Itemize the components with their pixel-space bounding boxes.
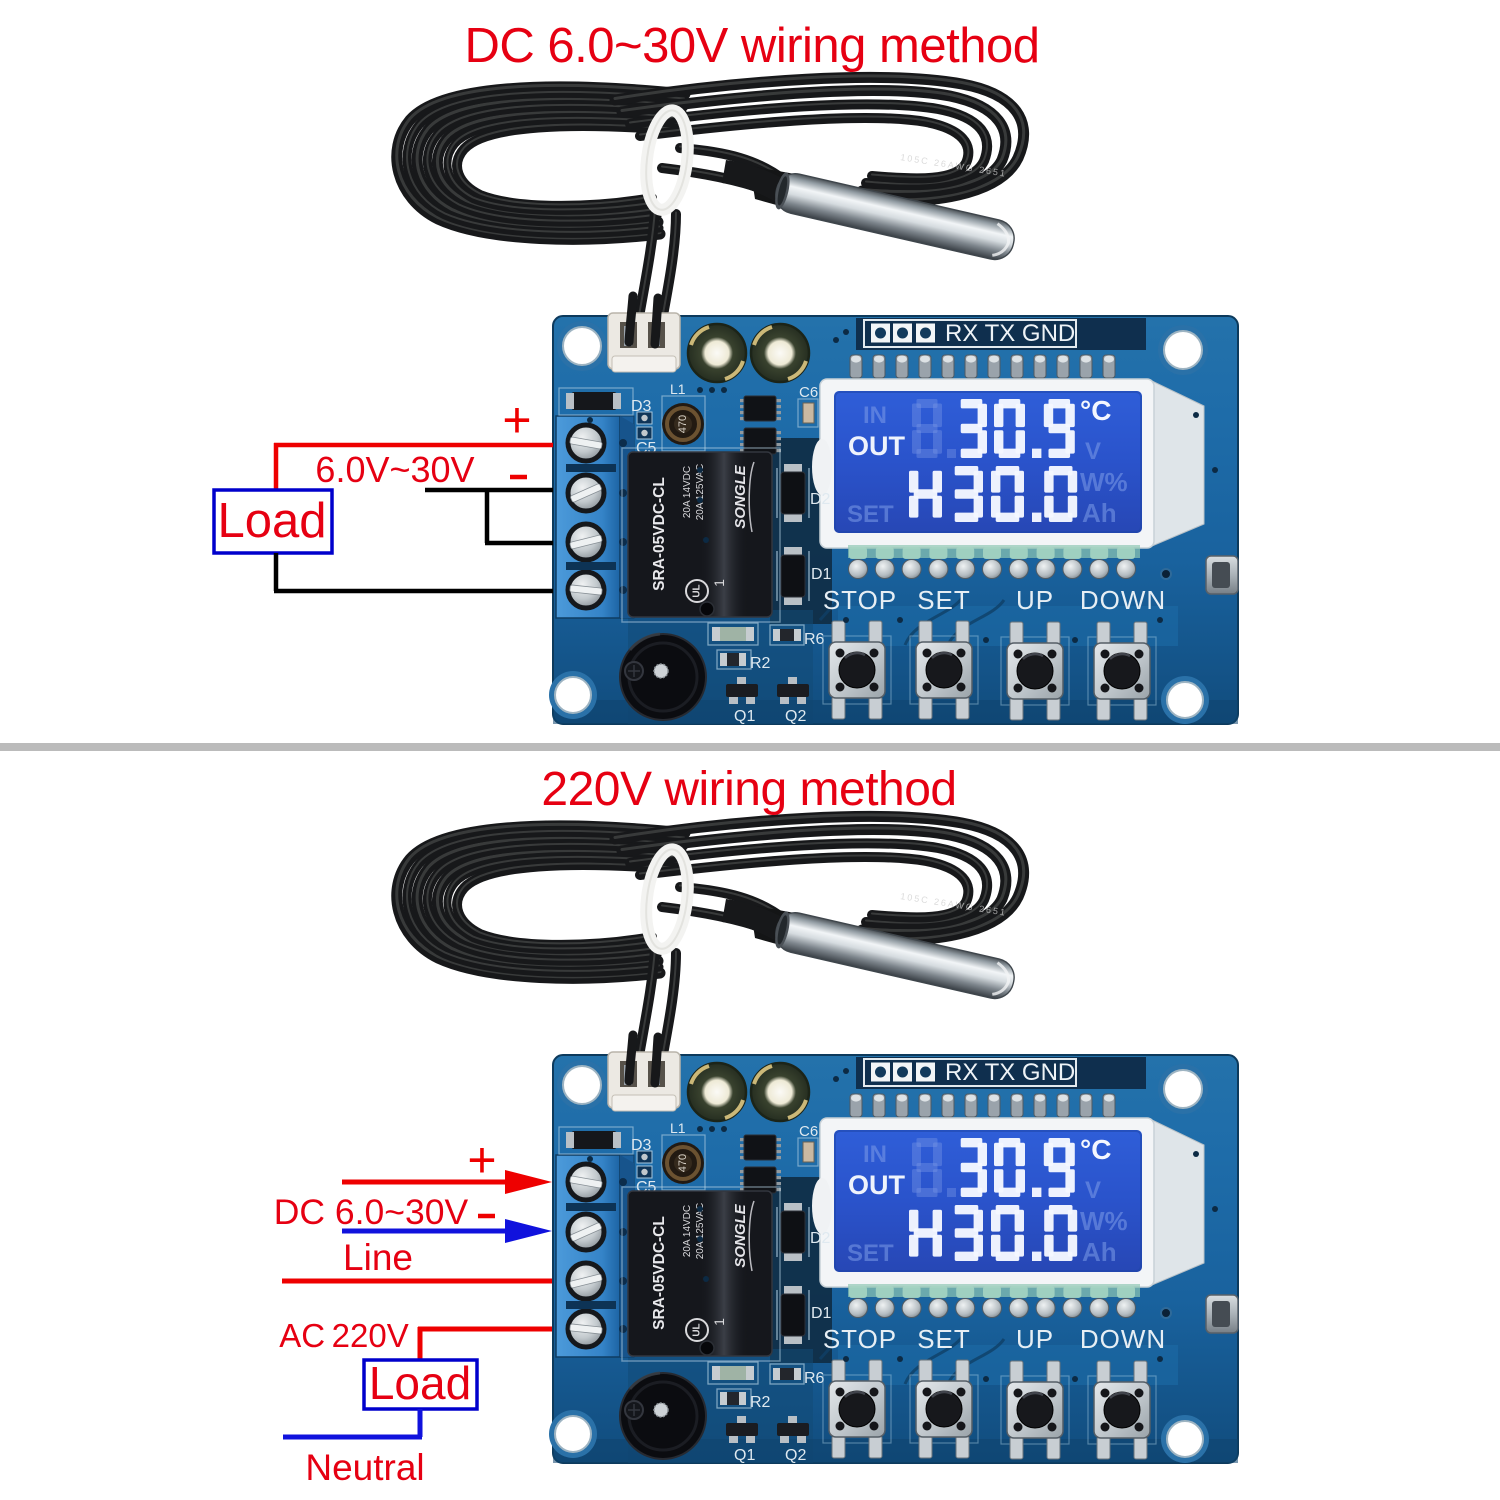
svg-text:6.0V~30V: 6.0V~30V bbox=[315, 449, 474, 490]
svg-text:Line: Line bbox=[343, 1237, 413, 1278]
svg-text:+: + bbox=[502, 392, 531, 448]
svg-text:Load: Load bbox=[369, 1357, 471, 1409]
svg-text:Load: Load bbox=[217, 494, 326, 548]
svg-text:+: + bbox=[467, 1132, 496, 1188]
svg-text:220V wiring method: 220V wiring method bbox=[541, 763, 956, 816]
svg-text:AC 220V: AC 220V bbox=[279, 1317, 409, 1354]
svg-text:DC 6.0~30V wiring method: DC 6.0~30V wiring method bbox=[465, 19, 1040, 73]
svg-text:Neutral: Neutral bbox=[305, 1447, 424, 1488]
svg-text:DC 6.0~30V: DC 6.0~30V bbox=[274, 1192, 469, 1232]
